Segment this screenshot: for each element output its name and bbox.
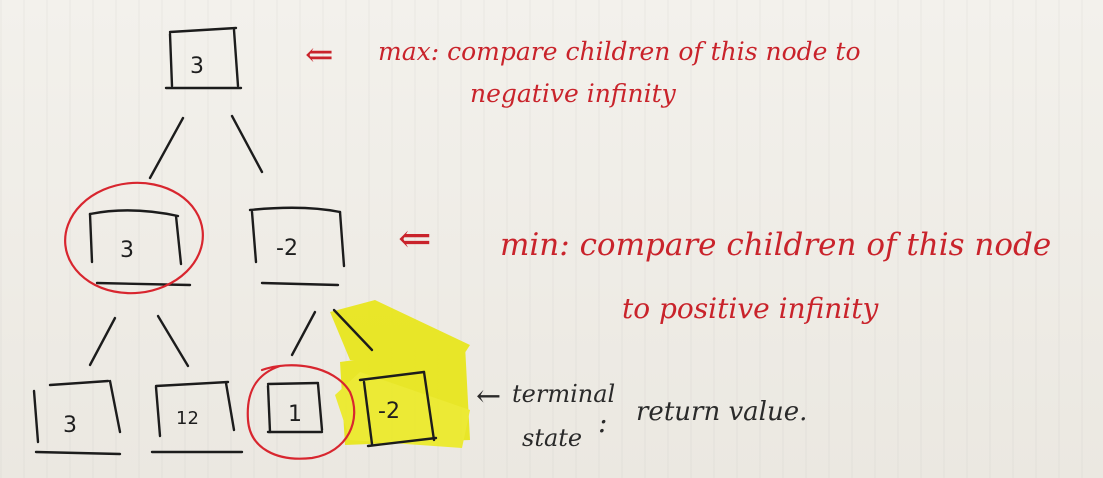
max-arrow: ⇐ xyxy=(305,35,334,75)
leaf-1: 3 xyxy=(32,379,122,456)
edge-root-left xyxy=(148,116,185,180)
annotation-terminal: ← terminal state : return value. xyxy=(476,379,807,452)
leaf-3: 1 xyxy=(246,364,356,460)
annotation-max: ⇐ max: compare children of this node to … xyxy=(305,35,861,108)
leaf-4: -2 xyxy=(358,370,438,448)
edge-right-leaf4 xyxy=(332,308,374,352)
tree-edges xyxy=(88,114,374,368)
leaf-1-value: 3 xyxy=(63,413,77,438)
terminal-label-line2: state xyxy=(522,424,582,452)
node-l1-left-value: 3 xyxy=(120,238,134,263)
node-root: 3 xyxy=(164,26,243,90)
leaf-2: 12 xyxy=(150,380,244,454)
highlight-marker xyxy=(330,300,470,448)
min-note-line2: to positive infinity xyxy=(622,292,880,325)
terminal-label-line1: terminal xyxy=(512,380,615,408)
min-note-line1: min: compare children of this node xyxy=(500,227,1051,263)
node-root-value: 3 xyxy=(190,54,204,79)
leaf-3-circle xyxy=(246,364,356,460)
annotation-min: ⇐ min: compare children of this node to … xyxy=(398,216,1051,325)
terminal-return-value: return value. xyxy=(636,397,807,427)
leaf-3-value: 1 xyxy=(288,402,302,427)
edge-right-leaf3 xyxy=(290,310,317,357)
leaf-2-value: 12 xyxy=(176,408,199,429)
terminal-arrow: ← xyxy=(476,379,501,414)
edge-left-leaf2 xyxy=(156,314,190,368)
leaf-4-value: -2 xyxy=(378,399,400,424)
max-note-line2: negative infinity xyxy=(470,79,677,108)
edge-left-leaf1 xyxy=(88,316,117,367)
max-note-line1: max: compare children of this node to xyxy=(378,37,861,66)
node-l1-left: 3 xyxy=(64,181,204,295)
node-l1-right: -2 xyxy=(248,206,346,287)
min-arrow: ⇐ xyxy=(398,216,432,262)
node-l1-left-circle xyxy=(64,181,204,295)
edge-root-right xyxy=(230,114,264,174)
node-l1-right-value: -2 xyxy=(276,236,298,261)
terminal-colon: : xyxy=(598,406,607,439)
